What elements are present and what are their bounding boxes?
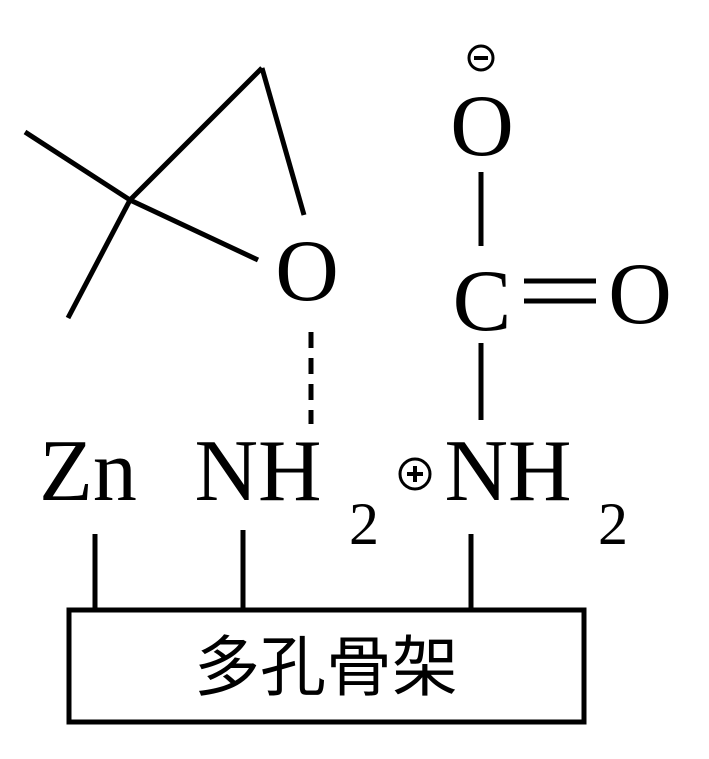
amine-right-subscript: 2 <box>598 491 628 557</box>
carbamate-carbon: C <box>453 253 512 350</box>
negative-charge-icon <box>467 44 495 72</box>
amine-right: NH <box>444 423 571 520</box>
ring-bond-ch2-o <box>259 67 307 216</box>
ring-bond-c-ch2 <box>128 66 264 202</box>
ring-bond-c-o <box>128 197 260 263</box>
porous-framework-box <box>66 607 587 725</box>
amine-left: NH <box>194 423 321 520</box>
amine-left-subscript: 2 <box>349 491 379 557</box>
methyl-bond-lower <box>65 198 133 320</box>
carbonyl-oxygen: O <box>608 246 672 343</box>
zinc-site: Zn <box>39 423 137 520</box>
methyl-bond-upper <box>23 129 132 203</box>
positive-charge-icon <box>398 457 432 491</box>
epoxide-oxygen: O <box>275 223 339 320</box>
anion-oxygen: O <box>450 78 514 175</box>
porous-framework-label: 多孔骨架 <box>194 629 458 706</box>
